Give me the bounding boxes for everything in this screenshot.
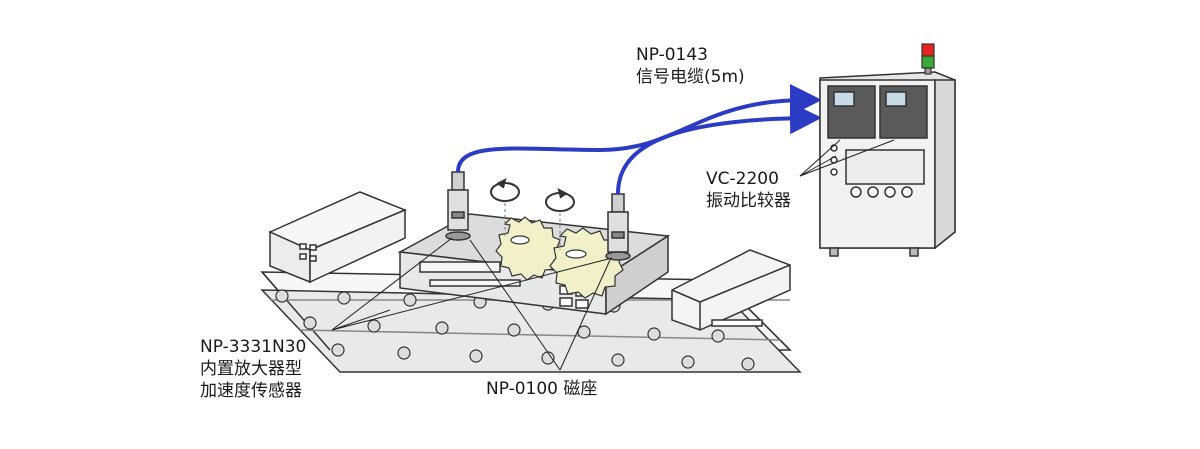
sensor-left [445,171,471,241]
sensor-description-line1: 内置放大器型 [200,359,302,379]
vibration-comparator-cabinet [819,71,956,257]
leader-lines [331,139,895,371]
rotation-arrow-icon [545,188,575,250]
base-part-description: NP-0100 磁座 [486,379,598,399]
status-lamp-icon [921,43,935,75]
gear-left [495,216,562,281]
sensor-label: NP-3331N30 内置放大器型 加速度传感器 [200,336,306,402]
sensor-part-number: NP-3331N30 [200,337,307,357]
cable-label: NP-0143 信号电缆(5m) [636,44,745,88]
cable-part-number: NP-0143 [636,45,708,65]
signal-cable [456,84,822,195]
comparator-description: 振动比较器 [706,191,791,211]
base-label: NP-0100 磁座 [486,378,597,400]
comparator-part-number: VC-2200 [706,169,779,189]
sensor-description-line2: 加速度传感器 [200,381,302,401]
gear-right [549,227,624,299]
sensor-right [605,193,631,261]
rotation-arrow-icon [490,178,520,236]
right-workpiece-box [671,249,791,331]
comparator-label: VC-2200 振动比较器 [706,168,791,212]
cable-description: 信号电缆(5m) [636,67,745,87]
left-workpiece-box [268,191,407,284]
